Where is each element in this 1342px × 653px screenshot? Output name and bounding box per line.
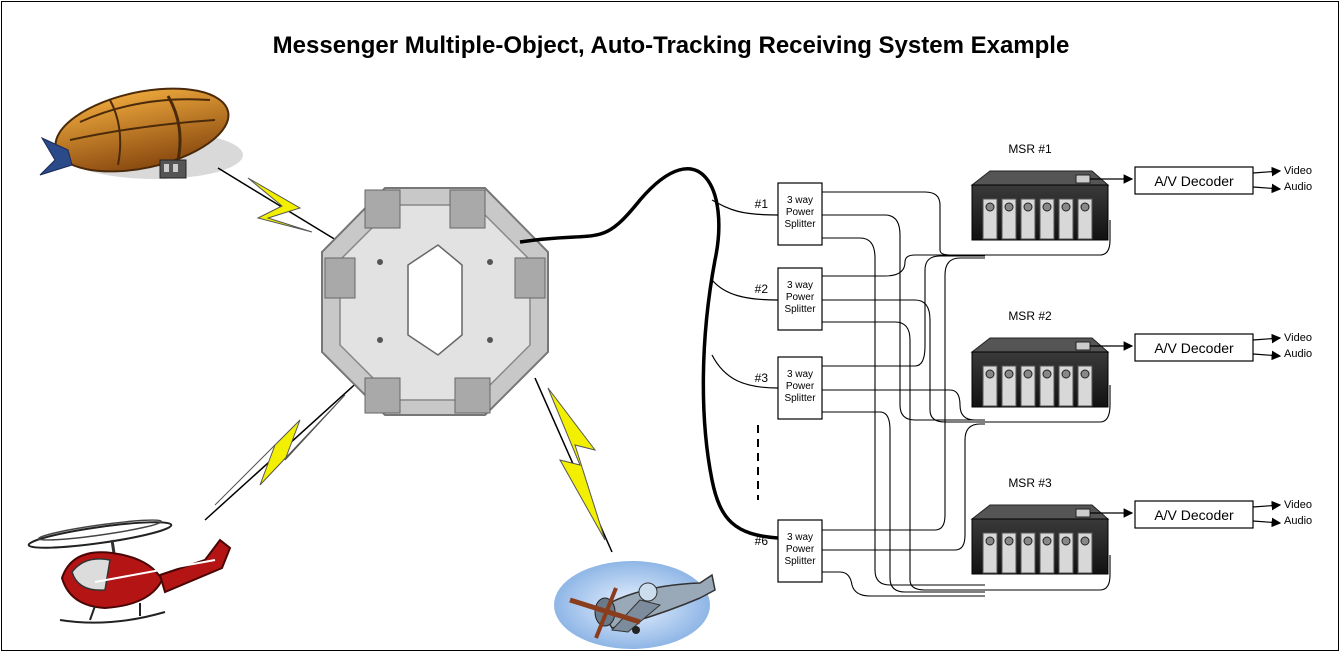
msr-connector — [1042, 202, 1052, 212]
splitter-label-line3: Splitter — [784, 304, 816, 315]
msr-connector — [1042, 536, 1052, 546]
splitter-box — [777, 267, 823, 331]
video-output-arrow — [1252, 333, 1282, 344]
splitter-label-line1: 3 way — [787, 532, 813, 543]
msr-output-port — [1075, 174, 1091, 184]
splitter-label-line2: Power — [786, 207, 815, 218]
splitter-label-line2: Power — [786, 544, 815, 555]
audio-output-arrow — [1252, 183, 1282, 194]
splitter-label-line3: Splitter — [784, 219, 816, 230]
splitter-number-label: #6 — [755, 534, 769, 548]
av-decoder-label: A/V Decoder — [1154, 507, 1234, 523]
audio-output-arrow — [1252, 517, 1282, 528]
msr-connector — [1004, 202, 1014, 212]
msr-connector — [1023, 202, 1033, 212]
splitter-number-label: #3 — [755, 371, 769, 385]
splitter-box — [777, 356, 823, 420]
av-decoder-label: A/V Decoder — [1154, 173, 1234, 189]
msr-connector — [1023, 369, 1033, 379]
audio-output-label: Audio — [1284, 348, 1312, 360]
distribution-wiring — [822, 191, 1111, 597]
splitter-label-line1: 3 way — [787, 369, 813, 380]
video-output-label: Video — [1284, 165, 1312, 177]
feed-cable — [519, 167, 779, 540]
msr-output-port — [1075, 508, 1091, 518]
msr-label: MSR #1 — [1008, 142, 1052, 156]
av-decoder-box — [1134, 333, 1254, 362]
audio-output-arrow — [1252, 350, 1282, 361]
splitter-box — [777, 519, 823, 583]
msr-connector — [1004, 369, 1014, 379]
msr-connector — [985, 536, 995, 546]
splitter-box — [777, 182, 823, 246]
splitter-label-line1: 3 way — [787, 280, 813, 291]
msr-connector — [1080, 369, 1090, 379]
msr-connector — [985, 202, 995, 212]
audio-output-label: Audio — [1284, 515, 1312, 527]
lightning-bolt-icon — [204, 377, 363, 521]
lightning-bolt-icon — [534, 377, 613, 553]
video-output-label: Video — [1284, 332, 1312, 344]
video-output-label: Video — [1284, 499, 1312, 511]
splitter-label-line1: 3 way — [787, 195, 813, 206]
msr-output-port — [1075, 341, 1091, 351]
av-decoder-box — [1134, 166, 1254, 195]
msr-connector — [1061, 369, 1071, 379]
msr-connector — [1080, 202, 1090, 212]
splitter-label-line3: Splitter — [784, 556, 816, 567]
msr-label: MSR #2 — [1008, 309, 1052, 323]
msr-connector — [1042, 369, 1052, 379]
msr-connector — [1061, 202, 1071, 212]
msr-connector — [1023, 536, 1033, 546]
video-output-arrow — [1252, 500, 1282, 511]
splitter-number-label: #1 — [755, 197, 769, 211]
video-output-arrow — [1252, 166, 1282, 177]
splitter-label-line2: Power — [786, 292, 815, 303]
helicopter-icon — [27, 519, 232, 624]
msr-connector — [1004, 536, 1014, 546]
msr-connector — [1080, 536, 1090, 546]
splitter-label-line3: Splitter — [784, 393, 816, 404]
blimp-icon — [39, 87, 243, 179]
av-decoder-label: A/V Decoder — [1154, 340, 1234, 356]
msr-connector — [985, 369, 995, 379]
splitter-number-label: #2 — [755, 282, 769, 296]
splitter-label-line2: Power — [786, 381, 815, 392]
msr-connector — [1061, 536, 1071, 546]
msr-label: MSR #3 — [1008, 476, 1052, 490]
lightning-bolt-icon — [217, 167, 337, 241]
antenna-array-icon — [321, 187, 549, 416]
audio-output-label: Audio — [1284, 181, 1312, 193]
airplane-icon — [554, 561, 716, 649]
diagram-title: Messenger Multiple-Object, Auto-Tracking… — [272, 32, 1070, 59]
av-decoder-box — [1134, 500, 1254, 529]
